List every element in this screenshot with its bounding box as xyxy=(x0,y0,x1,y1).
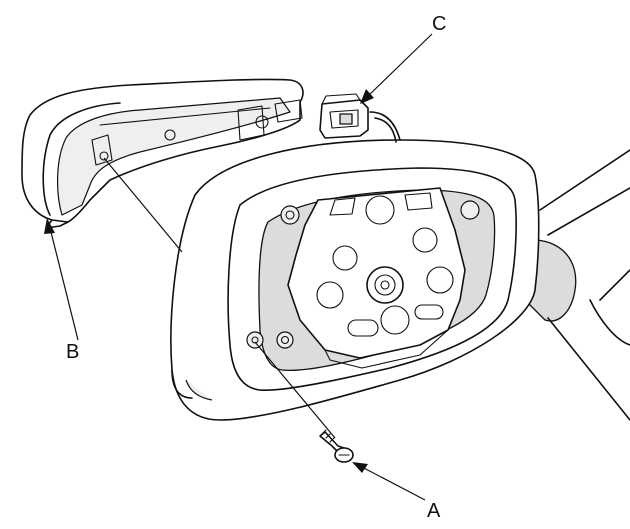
harness-connector xyxy=(319,93,401,143)
mirror-cover xyxy=(21,78,304,229)
mirror-support-arm xyxy=(524,149,630,421)
callout-label-c: C xyxy=(432,13,446,35)
leader-screw-to-housing xyxy=(254,341,336,439)
leader-cover-to-housing xyxy=(103,157,183,253)
callout-arrow-c xyxy=(360,33,433,104)
housing-bosses xyxy=(246,200,480,349)
mirror-actuator xyxy=(287,187,466,369)
callout-label-a: A xyxy=(427,500,441,522)
callout-arrow-a xyxy=(352,462,426,501)
screw xyxy=(319,429,354,463)
callout-label-b: B xyxy=(66,341,79,363)
callout-arrow-b xyxy=(44,218,79,341)
